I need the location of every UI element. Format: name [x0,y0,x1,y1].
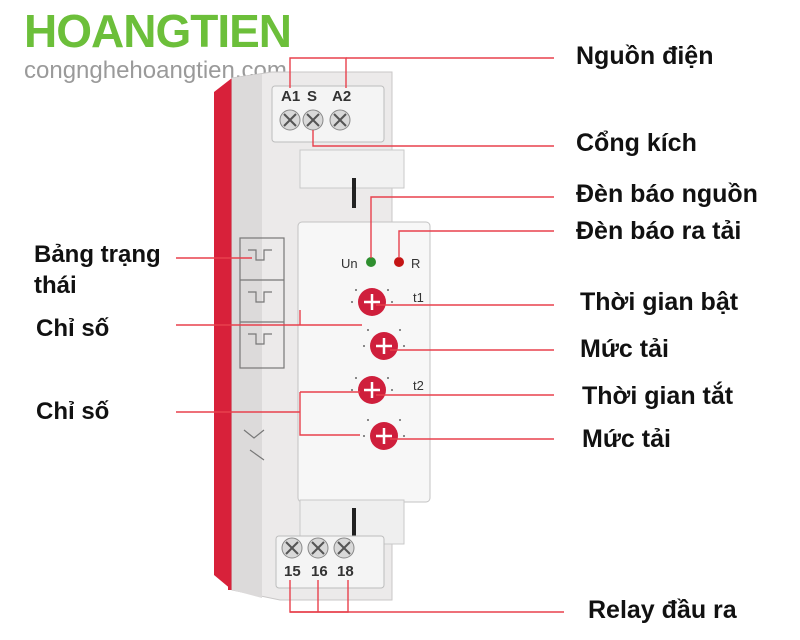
label-off-time: Thời gian tắt [582,382,734,410]
power-led [366,257,376,267]
label-indicator-2: Chỉ số [36,398,110,425]
knob-scales [351,289,405,437]
terminal-18-label: 18 [337,563,354,580]
leader-power-led [370,196,554,258]
leader-indicator-2 [176,391,360,436]
slot-top [352,178,356,208]
housing-side [232,74,262,598]
bottom-screws [281,537,355,559]
label-relay-output: Relay đầu ra [588,596,737,624]
knob-on-time[interactable] [358,288,386,316]
top-screws [279,109,351,131]
bottom-terminal-block [275,535,385,589]
label-power-led: Đèn báo nguồn [576,180,758,208]
top-terminal-block [271,85,385,143]
led-r-label: R [411,256,421,271]
terminal-a2-label: A2 [332,88,352,105]
leader-lines [176,57,564,613]
output-led [394,257,404,267]
t2-label: t2 [413,378,424,393]
knob-off-time[interactable] [358,376,386,404]
label-power: Nguồn điện [576,42,714,70]
knob-load-level-2[interactable] [370,422,398,450]
label-status-table-line1: Bảng trạng [34,241,161,268]
status-table-diagram [239,237,285,461]
leader-output-led [398,230,554,258]
label-output-led: Đèn báo ra tải [576,217,742,245]
leader-indicator-1 [176,310,362,326]
leader-power-bracket [289,57,347,88]
terminal-a1-label: A1 [281,88,301,105]
knob-load-level-1[interactable] [370,332,398,360]
logo-title: HOANGTIEN [24,5,292,57]
t1-label: t1 [413,290,424,305]
terminal-s-label: S [307,88,318,105]
label-status-table-line2: thái [34,272,77,299]
din-rail-red [214,78,232,590]
slot-bottom [352,508,356,538]
leader-trigger [312,130,554,147]
label-load-level-1: Mức tải [580,335,669,363]
brand-logo: HOANGTIEN congnghehoangtien.com [24,5,292,84]
label-load-level-2: Mức tải [582,425,671,453]
led-un-label: Un [341,256,358,271]
label-indicator-1: Chỉ số [36,315,110,342]
terminal-15-label: 15 [284,563,301,580]
terminal-16-label: 16 [311,563,328,580]
label-on-time: Thời gian bật [580,288,739,316]
label-trigger: Cổng kích [576,129,697,157]
